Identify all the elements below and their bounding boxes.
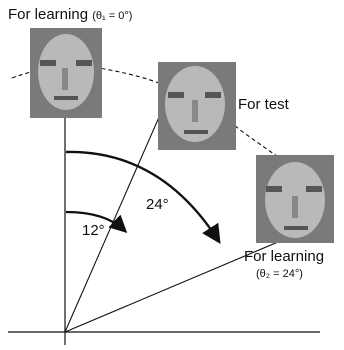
dashed-arc xyxy=(11,65,291,166)
label-learning-bottom-param: (θ₂ = 24°) xyxy=(256,268,303,280)
label-learning-top-param: (θ₁ = 0°) xyxy=(92,10,133,22)
face-learning-top xyxy=(30,28,102,118)
arc-24-arrow xyxy=(65,150,221,245)
face-learning-bottom xyxy=(256,155,334,243)
angle-label-24: 24° xyxy=(146,196,169,213)
face-test xyxy=(158,62,236,150)
arc-12-arrow xyxy=(65,210,128,234)
label-learning-top-text: For learning xyxy=(8,6,89,23)
angle-label-12: 12° xyxy=(82,222,105,239)
label-test: For test xyxy=(238,96,289,113)
label-learning-bottom: For learning xyxy=(244,248,325,265)
ray-test-12 xyxy=(64,91,171,333)
label-learning-top: For learning (θ₁ = 0°) xyxy=(8,6,132,23)
